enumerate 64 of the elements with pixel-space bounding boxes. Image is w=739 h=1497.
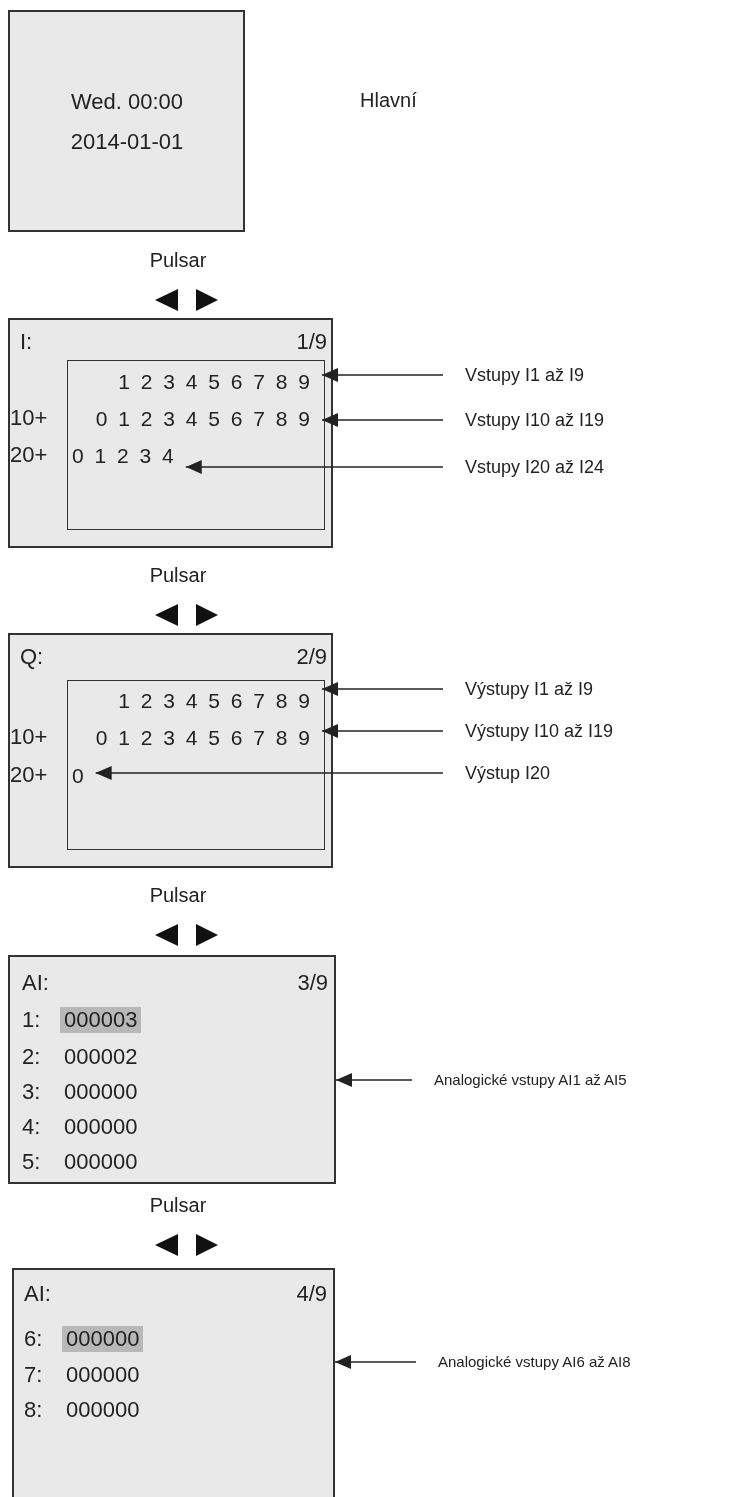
lcd-text: 1/9 — [296, 329, 327, 355]
screen-title: Hlavní — [360, 88, 417, 112]
lcd-text: 000000 — [66, 1397, 140, 1423]
lcd-text: 2/9 — [296, 644, 327, 670]
lcd-screen — [8, 955, 336, 1184]
lcd-text: 2: — [22, 1044, 41, 1070]
lcd-text: Q: — [20, 644, 44, 670]
leader-line — [321, 368, 444, 382]
digit-row: 0 1 2 3 4 5 6 7 8 9 — [95, 406, 322, 432]
digit-row: 1 2 3 4 5 6 7 8 9 — [118, 369, 322, 395]
highlighted-value: 000000 — [62, 1326, 144, 1352]
lcd-text: 000000 — [64, 1114, 138, 1140]
lcd-text: 10+ — [10, 405, 48, 431]
instruction-label: Pulsar — [149, 563, 207, 587]
lcd-text: 5: — [22, 1149, 41, 1175]
lcd-screen — [12, 1268, 335, 1497]
lcd-text: 20+ — [10, 442, 48, 468]
callout-label: Výstup I20 — [443, 762, 551, 784]
highlighted-value: 000003 — [60, 1007, 142, 1033]
lcd-text: Wed. 00:00 — [70, 89, 184, 115]
leader-line — [321, 682, 444, 696]
leader-line — [184, 460, 444, 474]
lcd-text: 4/9 — [296, 1281, 327, 1307]
lcd-text: 000000 — [64, 1079, 138, 1105]
lcd-text: 20+ — [10, 762, 48, 788]
display-frame — [67, 360, 325, 530]
lcd-screen — [8, 633, 333, 868]
lcd-screen — [8, 10, 245, 232]
lcd-text: 10+ — [10, 724, 48, 750]
lcd-text: 2014-01-01 — [70, 129, 184, 155]
callout-label: Analogické vstupy AI6 až AI8 — [416, 1351, 631, 1373]
callout-label: Výstupy I1 až I9 — [443, 678, 594, 700]
lcd-text: 4: — [22, 1114, 41, 1140]
lcd-text: 000002 — [64, 1044, 138, 1070]
digit-row: 0 1 2 3 4 — [72, 443, 186, 469]
lcd-text: 000000 — [66, 1362, 140, 1388]
lcd-text: 3/9 — [297, 970, 328, 996]
leader-line — [94, 766, 444, 780]
lcd-text: 6: — [24, 1326, 43, 1352]
lcd-text: 7: — [24, 1362, 43, 1388]
instruction-label: Pulsar — [149, 883, 207, 907]
instruction-label: Pulsar — [149, 1193, 207, 1217]
callout-label: Výstupy I10 až I19 — [443, 720, 614, 742]
lcd-text: 1: — [22, 1007, 41, 1033]
display-frame — [67, 680, 325, 850]
lcd-text: I: — [20, 329, 33, 355]
digit-row: 0 1 2 3 4 5 6 7 8 9 — [95, 725, 322, 751]
callout-label: Analogické vstupy AI1 až AI5 — [412, 1069, 627, 1091]
leader-line — [321, 413, 444, 427]
callout-label: Vstupy I10 až I19 — [443, 409, 605, 431]
lcd-text: AI: — [22, 970, 49, 996]
leader-line — [335, 1073, 413, 1087]
lcd-screen — [8, 318, 333, 548]
callout-label: Vstupy I20 až I24 — [443, 456, 605, 478]
digit-row: 0 — [72, 763, 96, 789]
callout-label: Vstupy I1 až I9 — [443, 364, 585, 386]
instruction-label: Pulsar — [149, 248, 207, 272]
lcd-text: 3: — [22, 1079, 41, 1105]
lcd-text: 000000 — [64, 1149, 138, 1175]
digit-row: 1 2 3 4 5 6 7 8 9 — [118, 688, 322, 714]
leader-line — [321, 724, 444, 738]
leader-line — [334, 1355, 417, 1369]
lcd-text: AI: — [24, 1281, 51, 1307]
lcd-text: 8: — [24, 1397, 43, 1423]
